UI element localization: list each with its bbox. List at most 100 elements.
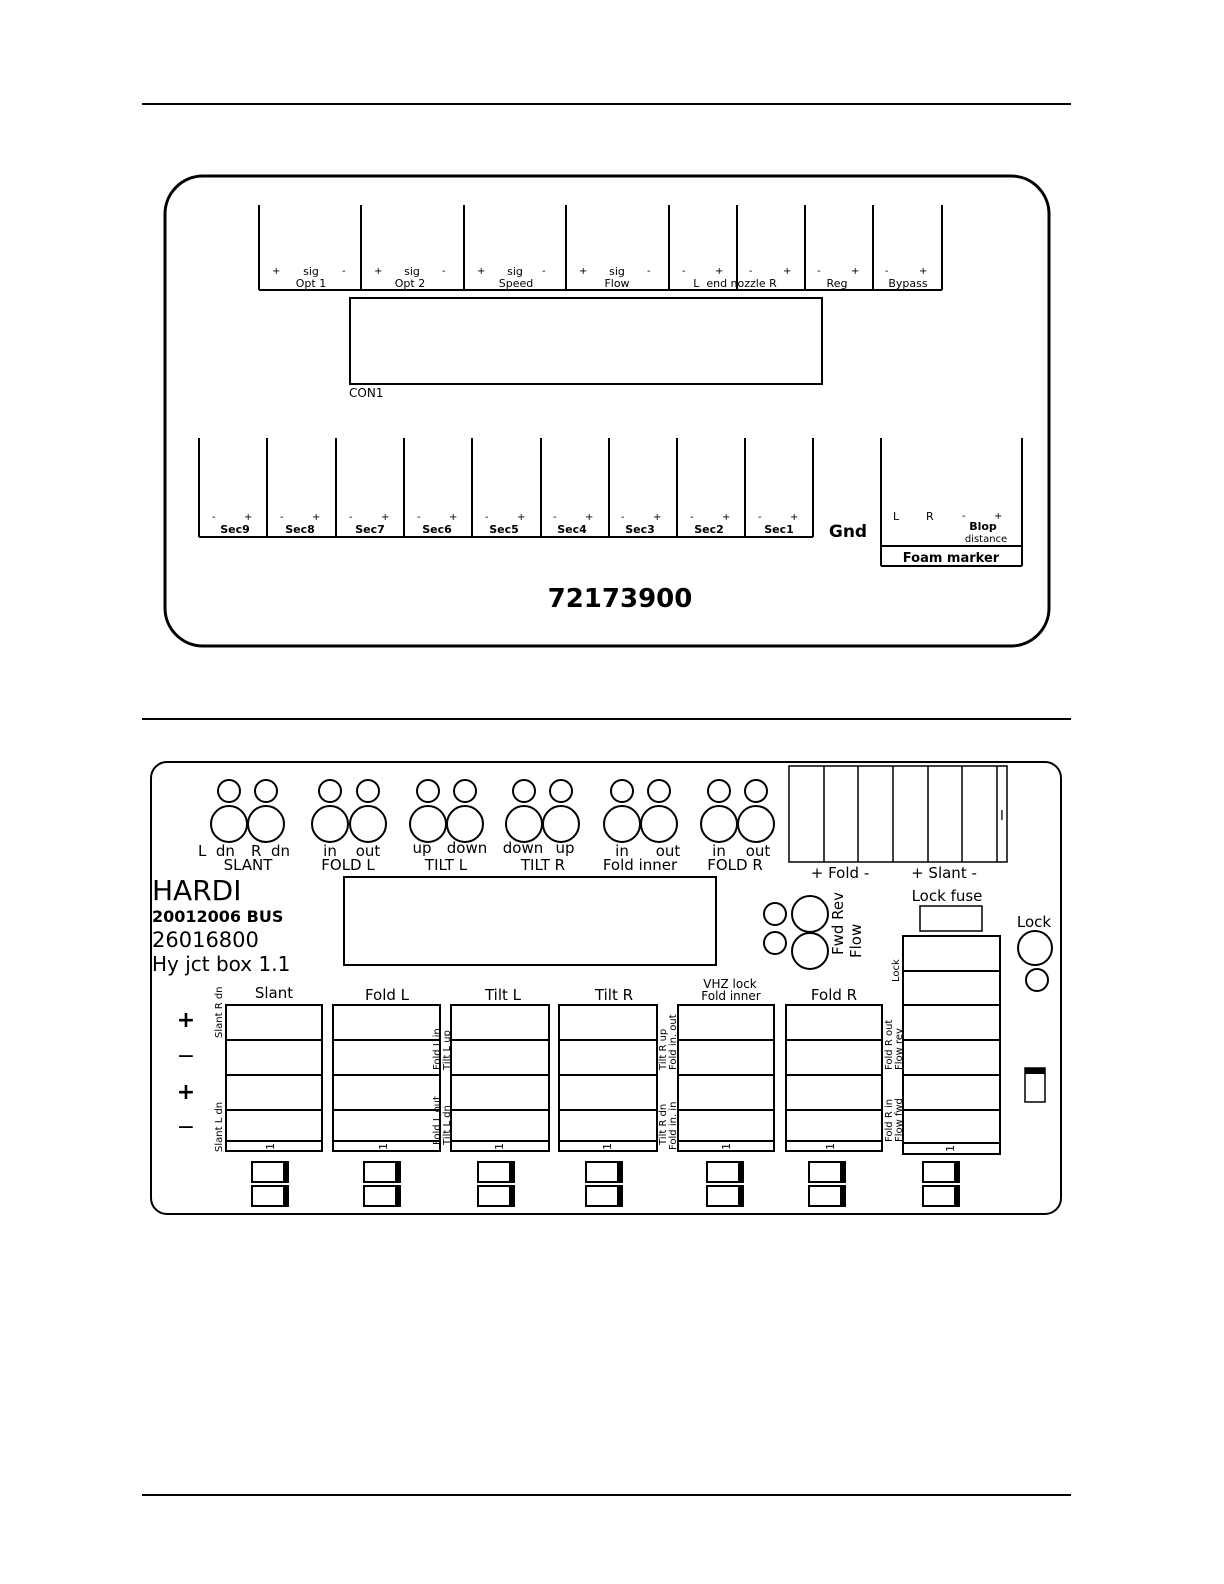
- sec9-minus: -: [212, 512, 216, 523]
- board-2-part-number: 26016800: [152, 928, 259, 952]
- end-nozzle-pol4: +: [783, 266, 791, 277]
- sec1-minus: -: [758, 512, 762, 523]
- section-sec8: - + Sec8: [280, 512, 320, 536]
- fold-inner-right: out: [656, 842, 681, 860]
- board-1-outline: [163, 174, 1051, 648]
- fold-r-left: in: [712, 842, 726, 860]
- end-nozzle-pol2: +: [715, 266, 723, 277]
- fold-l-pin1: 1: [377, 1143, 390, 1150]
- led-label-fold-inner: in out Fold inner: [603, 842, 681, 874]
- sec1-plus: +: [790, 512, 798, 523]
- opt1-label: Opt 1: [296, 277, 326, 290]
- section-sec2: - + Sec2: [690, 512, 730, 536]
- terminal-speed: + sig - Speed: [477, 265, 546, 290]
- bypass-plus: +: [919, 266, 927, 277]
- terminal-reg: - + Reg: [817, 266, 859, 290]
- polarity-3: +: [177, 1080, 195, 1105]
- tilt-l-title: TILT L: [424, 856, 468, 874]
- reg-plus: +: [851, 266, 859, 277]
- sec2-label: Sec2: [694, 523, 724, 536]
- led-label-fold-r: in out FOLD R: [707, 842, 770, 874]
- fuse-mark: I: [1000, 809, 1004, 824]
- fuse-slant-label: + Slant -: [911, 864, 977, 882]
- fold-inner-left: in: [615, 842, 629, 860]
- lock-label: Lock: [1017, 913, 1052, 931]
- side-slant-r: Slant R dn: [214, 986, 225, 1038]
- block-title-fold-l: Fold L: [365, 986, 410, 1004]
- side-fold-in-out: Fold in. out: [668, 1014, 679, 1070]
- bypass-minus: -: [885, 266, 889, 277]
- fold-l-left: in: [323, 842, 337, 860]
- bus-code: 20012006 BUS: [152, 907, 283, 926]
- gnd-label: Gnd: [829, 522, 867, 542]
- fuse-fold-label: + Fold -: [811, 864, 869, 882]
- led-label-tilt-l: up down TILT L: [412, 839, 487, 874]
- board-2-outline: [150, 761, 1062, 1215]
- board-1: + sig - Opt 1 + sig - Opt 2 + sig - Spee…: [163, 174, 1051, 648]
- brand-hardi: HARDI: [152, 874, 241, 907]
- sec4-plus: +: [585, 512, 593, 523]
- sec4-minus: -: [553, 512, 557, 523]
- opt2-label: Opt 2: [395, 277, 425, 290]
- fold-r-right: out: [746, 842, 771, 860]
- sec3-minus: -: [621, 512, 625, 523]
- con1-label: CON1: [349, 386, 383, 400]
- terminal-opt1: + sig - Opt 1: [272, 265, 346, 290]
- reg-minus: -: [817, 266, 821, 277]
- slant-left: L dn: [198, 842, 235, 860]
- sec6-label: Sec6: [422, 523, 452, 536]
- sec5-minus: -: [485, 512, 489, 523]
- sec6-minus: -: [417, 512, 421, 523]
- section-terminal-strip: [198, 438, 814, 538]
- sec1-label: Sec1: [764, 523, 794, 536]
- board-2-display: [343, 876, 717, 966]
- led-label-tilt-r: down up TILT R: [503, 839, 575, 874]
- board-2: L dn R dn SLANT in out FOLD L up down TI…: [150, 761, 1062, 1215]
- lock-led-big: [1017, 930, 1053, 966]
- block-title-vhz-lock: VHZ lock: [703, 977, 757, 991]
- opt1-sig: sig: [303, 265, 319, 278]
- opt2-plus: +: [374, 266, 382, 277]
- opt1-minus: -: [342, 266, 346, 277]
- con1-connector: [349, 297, 823, 385]
- flow-leds: [763, 895, 829, 970]
- sec8-plus: +: [312, 512, 320, 523]
- sec7-minus: -: [349, 512, 353, 523]
- polarity-4: −: [177, 1115, 195, 1140]
- bypass-label: Bypass: [888, 277, 928, 290]
- foam-plus: +: [994, 511, 1002, 522]
- terminal-opt2: + sig - Opt 2: [374, 265, 446, 290]
- speed-minus: -: [542, 266, 546, 277]
- tilt-r-right: up: [555, 839, 574, 857]
- tilt-l-right: down: [447, 839, 487, 857]
- lock-fuse-label: Lock fuse: [912, 887, 983, 905]
- terminal-flow: + sig - Flow: [579, 265, 651, 290]
- fold-r-pin1: 1: [824, 1143, 837, 1150]
- sec4-label: Sec4: [557, 523, 587, 536]
- section-sec9: - + Sec9: [212, 512, 252, 536]
- side-tilt-l-up: Tilt L up: [442, 1030, 453, 1071]
- side-tilt-r-dn: Tilt R dn: [658, 1104, 669, 1146]
- block-title-tilt-l: Tilt L: [484, 986, 522, 1004]
- section-sec3: - + Sec3: [621, 512, 661, 536]
- tilt-l-left: up: [412, 839, 431, 857]
- top-terminal-strip: [258, 205, 943, 291]
- flow-label-1: Fwd Rev: [829, 892, 847, 955]
- sec8-minus: -: [280, 512, 284, 523]
- sec3-plus: +: [653, 512, 661, 523]
- terminal-bypass: - + Bypass: [885, 266, 928, 290]
- tilt-r-left: down: [503, 839, 543, 857]
- side-fold-in-in: Fold in. in: [668, 1102, 679, 1150]
- sec7-plus: +: [381, 512, 389, 523]
- section-sec7: - + Sec7: [349, 512, 389, 536]
- section-sec4: - + Sec4: [553, 512, 593, 536]
- section-sec1: - + Sec1: [758, 512, 798, 536]
- led-label-fold-l: in out FOLD L: [321, 842, 380, 874]
- foam-l: L: [893, 510, 900, 523]
- end-nozzle-pol3: -: [749, 266, 753, 277]
- polarity-1: +: [177, 1008, 195, 1033]
- lock-block-pin1: 1: [944, 1145, 957, 1152]
- sec6-plus: +: [449, 512, 457, 523]
- fuse-holders: [788, 765, 1008, 863]
